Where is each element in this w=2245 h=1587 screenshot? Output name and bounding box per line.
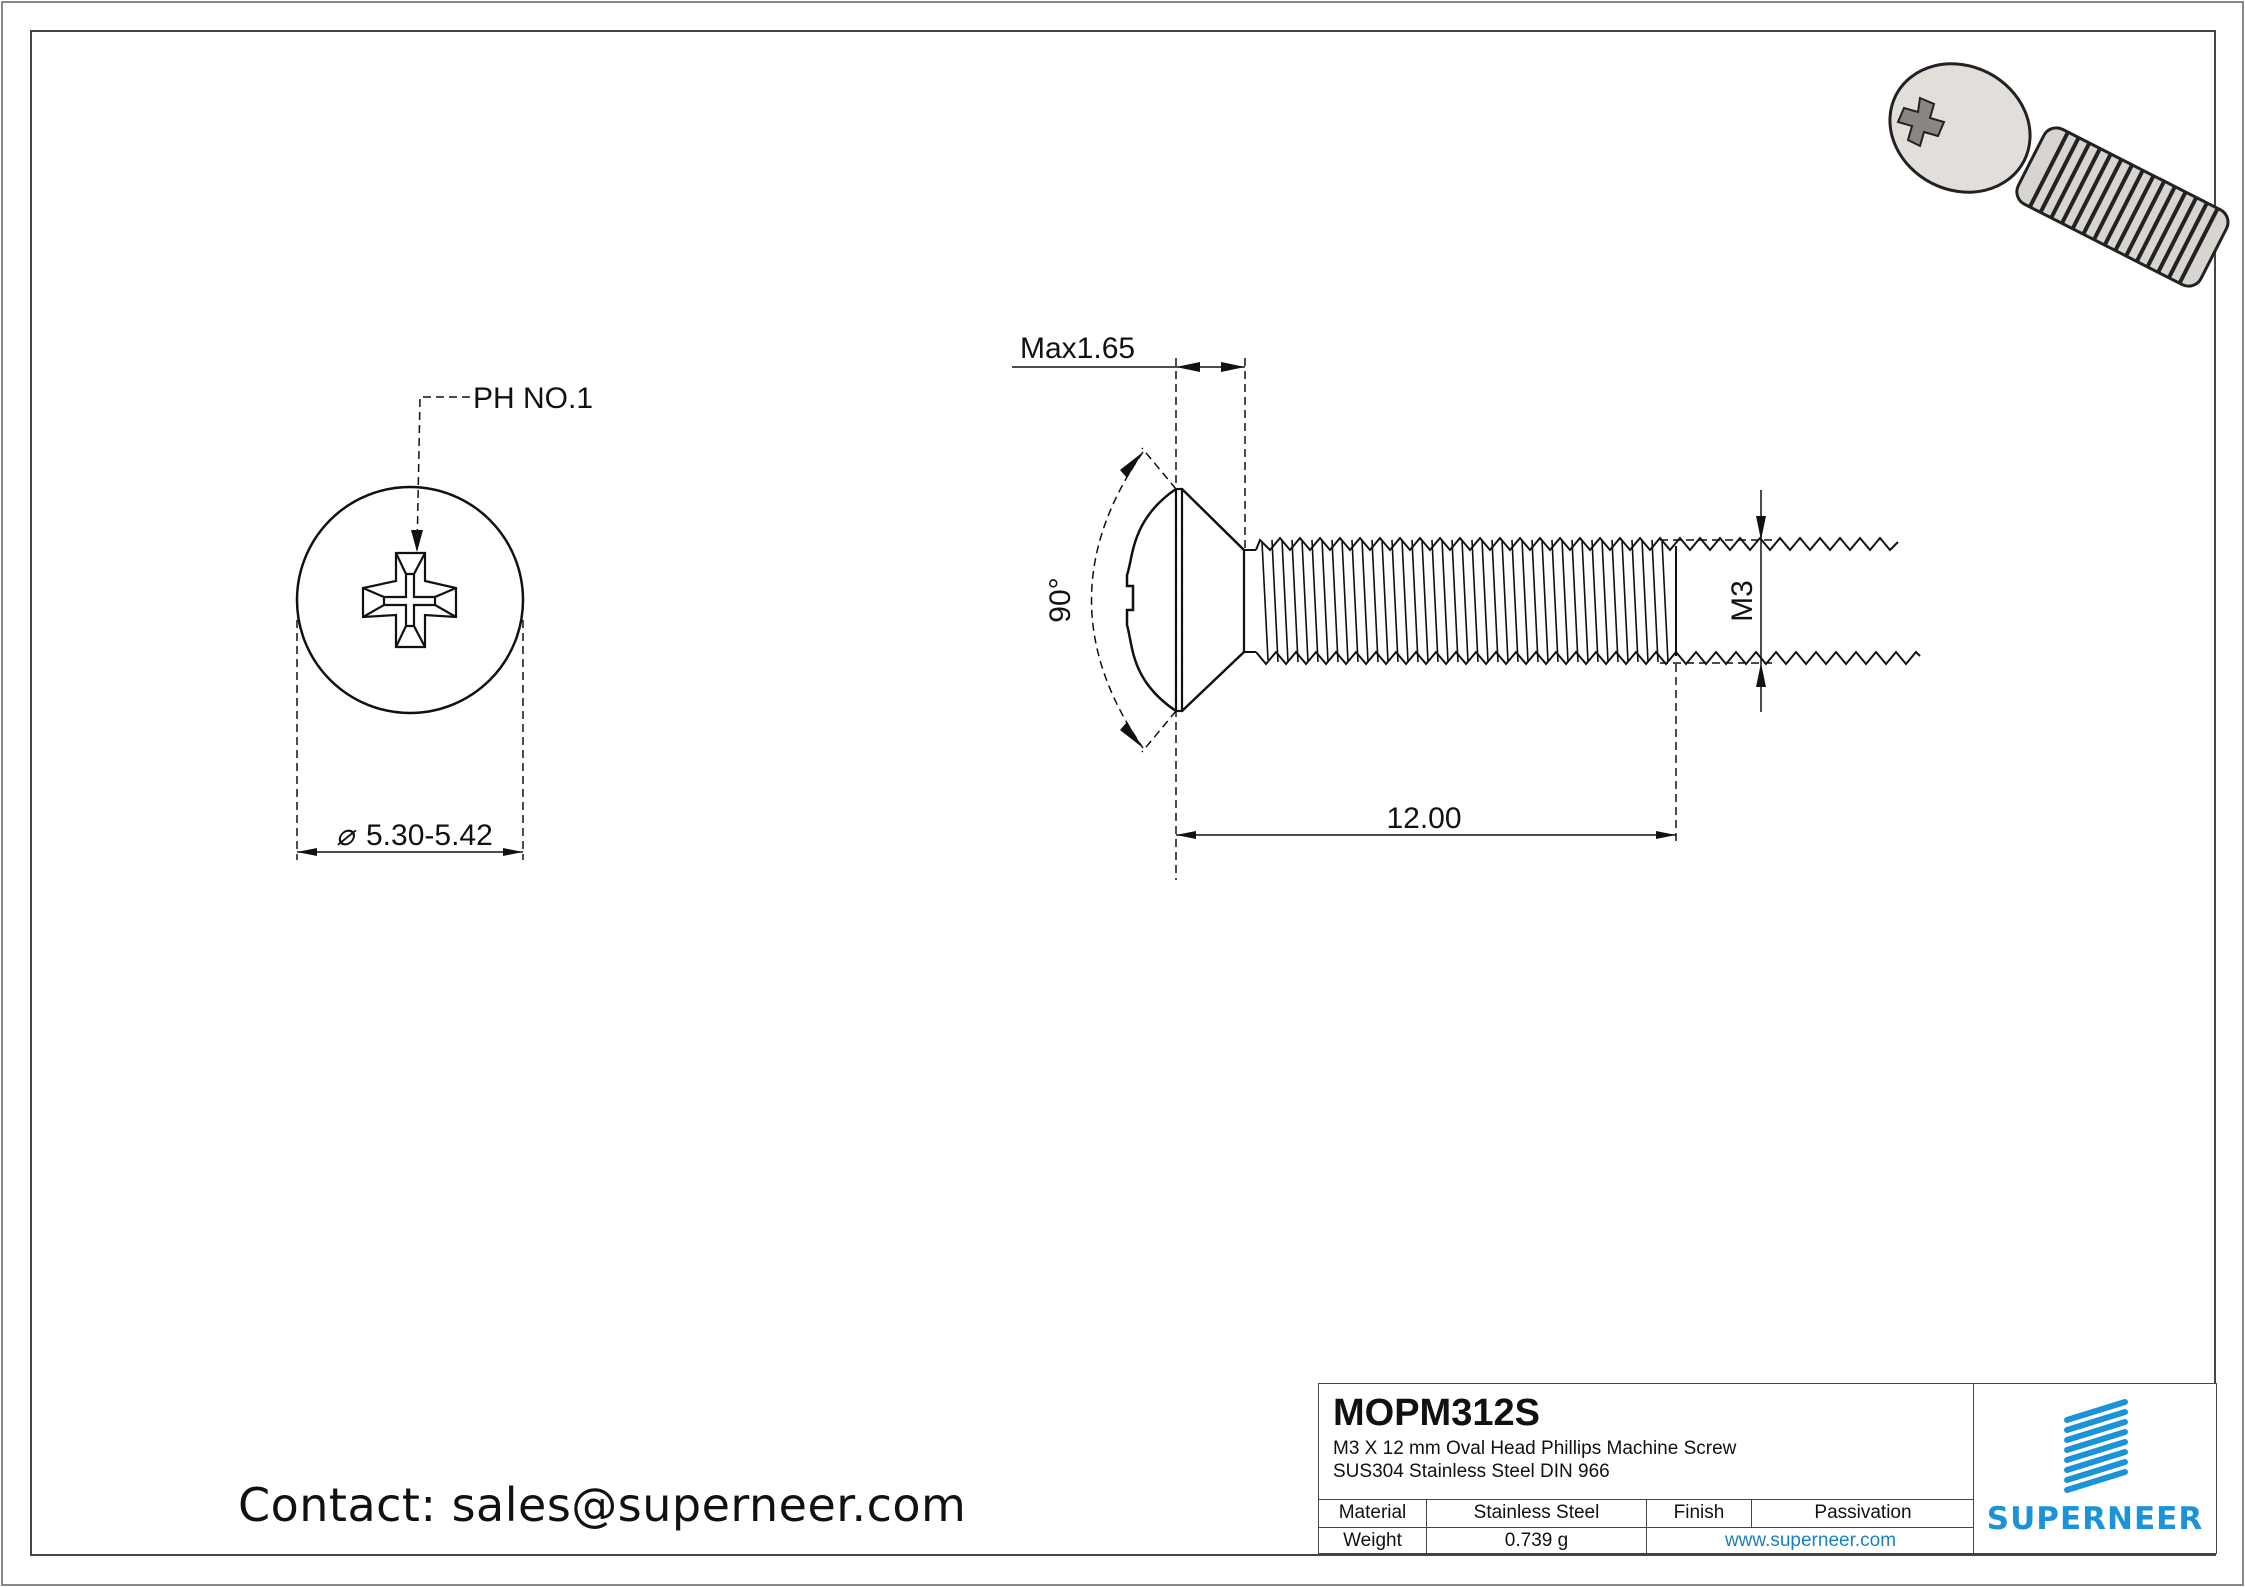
diameter-symbol: ⌀ xyxy=(336,819,357,852)
website-link[interactable]: www.superneer.com xyxy=(1646,1528,1974,1555)
head-height-dimension: Max1.65 xyxy=(1020,332,1135,365)
title-block: MOPM312S M3 X 12 mm Oval Head Phillips M… xyxy=(1318,1383,2217,1555)
angle-dim-arc xyxy=(1090,451,1144,749)
drive-leader-line xyxy=(416,396,470,553)
part-number: MOPM312S xyxy=(1333,1392,1540,1434)
head-dome xyxy=(1125,487,1177,713)
iso-phillips-icon xyxy=(1896,96,1946,148)
head-flat xyxy=(1174,487,1184,713)
weight-label: Weight xyxy=(1343,1530,1402,1551)
part-description: M3 X 12 mm Oval Head Phillips Machine Sc… xyxy=(1333,1438,1737,1459)
threaded-shank xyxy=(1244,536,1921,666)
specs-table: Material Stainless Steel Finish Passivat… xyxy=(1319,1499,1974,1555)
table-row: Weight 0.739 g www.superneer.com xyxy=(1319,1527,1974,1555)
head-outline xyxy=(295,485,525,715)
length-dimension: 12.00 xyxy=(1386,802,1461,835)
head-angle-dimension: 90° xyxy=(1044,577,1077,622)
head-countersink xyxy=(1181,488,1245,712)
diameter-dimension: 5.30-5.42 xyxy=(366,819,493,852)
part-material-standard: SUS304 Stainless Steel DIN 966 xyxy=(1333,1461,1610,1482)
brand-logo: SUPERNEER xyxy=(1974,1384,2216,1553)
side-view: Max1.65 90° M3 12.00 xyxy=(1012,332,1921,880)
table-row: Material Stainless Steel Finish Passivat… xyxy=(1319,1499,1974,1527)
brand-name: SUPERNEER xyxy=(1986,1501,2204,1537)
contact-email: Contact: sales@superneer.com xyxy=(238,1478,967,1532)
top-view: PH NO.1 ⌀ 5.30-5.42 xyxy=(295,382,593,860)
leader-arrow-icon xyxy=(411,530,423,552)
finish-label: Finish xyxy=(1646,1500,1751,1527)
material-value: Stainless Steel xyxy=(1426,1500,1646,1527)
isometric-screw-render xyxy=(1888,62,2230,288)
finish-value: Passivation xyxy=(1751,1500,1974,1527)
phillips-recess-icon xyxy=(361,551,458,649)
superneer-logo-icon xyxy=(2064,1399,2128,1493)
drawing-frame xyxy=(30,30,2216,1556)
title-block-info: MOPM312S M3 X 12 mm Oval Head Phillips M… xyxy=(1319,1384,1974,1555)
weight-value: 0.739 g xyxy=(1426,1528,1646,1555)
thread-dimension: M3 xyxy=(1726,580,1759,622)
drive-callout: PH NO.1 xyxy=(473,382,593,415)
material-label: Material xyxy=(1338,1502,1407,1523)
